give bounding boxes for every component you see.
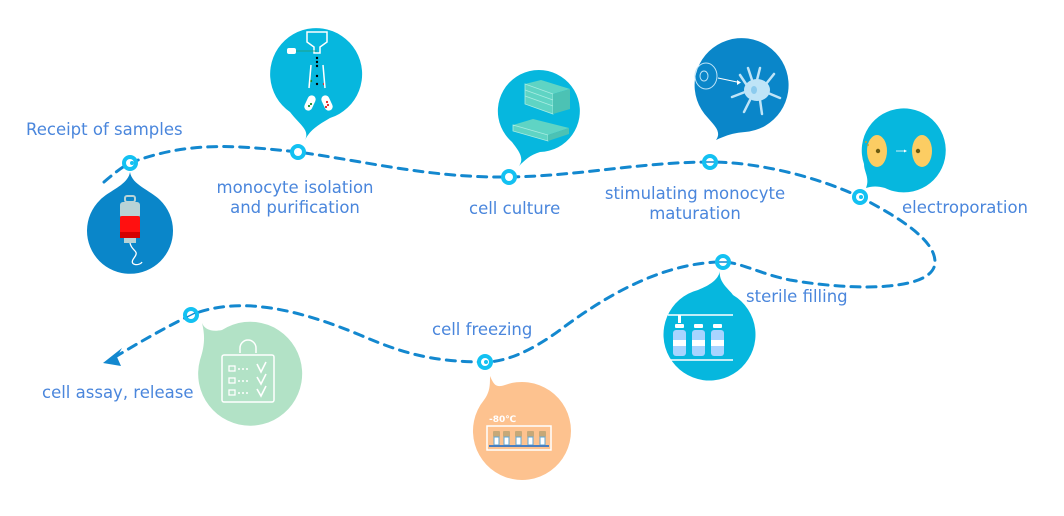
arrow-head-icon [103, 348, 122, 366]
path-nodes [122, 144, 868, 370]
blood-bag-icon [120, 195, 143, 266]
step-1-bubble [87, 172, 173, 274]
step-3-label: cell culture [469, 199, 561, 218]
process-path [102, 145, 937, 364]
dendritic-cell-icon [694, 62, 782, 116]
step-8-bubble [198, 321, 303, 426]
step-4-label-line-1: stimulating monocyte [604, 184, 786, 203]
node-5[interactable] [852, 189, 868, 205]
step-7-bubble: -80℃ [472, 376, 571, 480]
node-4[interactable] [702, 154, 718, 170]
step-4-label: stimulating monocyte maturation [600, 184, 790, 224]
cell-sorter-icon [287, 31, 333, 111]
node-8[interactable] [183, 307, 199, 323]
node-6[interactable] [715, 254, 731, 270]
checklist-icon [221, 339, 275, 403]
step-3-bubble [497, 70, 580, 166]
electroporation-cells-icon [865, 135, 932, 167]
freezer-temperature: -80℃ [489, 415, 516, 425]
step-2-label: monocyte isolation and purification [215, 178, 375, 218]
step-2-label-line-1: monocyte isolation [216, 178, 374, 197]
step-4-label-line-2: maturation [649, 204, 741, 223]
step-5-label: electroporation [902, 198, 1029, 217]
culture-flasks-icon [512, 80, 570, 142]
node-3[interactable] [501, 169, 517, 185]
step-4-bubble [694, 38, 789, 140]
step-8-label: cell assay, release [42, 383, 194, 402]
step-6-label: sterile filling [746, 287, 848, 306]
step-7-label: cell freezing [432, 320, 533, 339]
step-2-label-line-2: and purification [230, 198, 360, 217]
step-2-bubble [270, 28, 363, 140]
vial-filling-icon [668, 314, 733, 361]
node-1[interactable] [122, 155, 138, 171]
step-1-label: Receipt of samples [26, 120, 183, 139]
step-5-bubble [861, 108, 946, 193]
node-2[interactable] [290, 144, 306, 160]
step-6-bubble [663, 271, 756, 381]
node-7[interactable] [477, 354, 493, 370]
freezer-rack-icon: -80℃ [486, 415, 552, 451]
